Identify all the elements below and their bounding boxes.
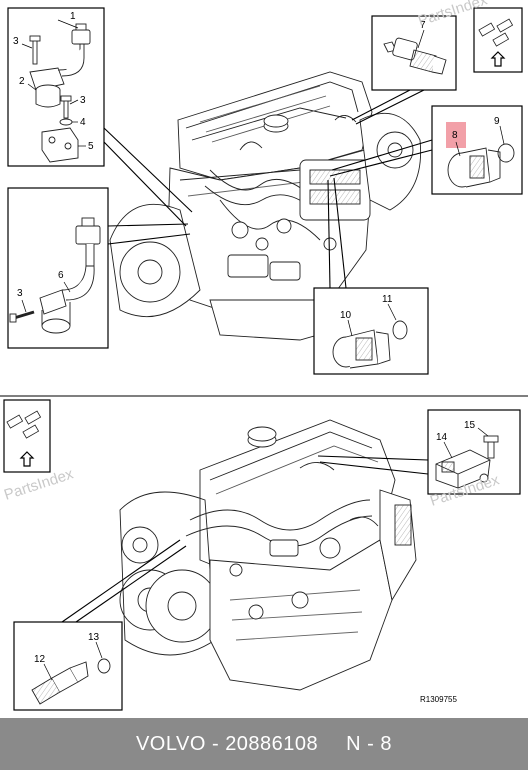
callout-3-lower: 3 (80, 95, 86, 106)
callout-2: 2 (19, 76, 25, 87)
exploded-parts-diagram: 1 3 2 3 4 5 6 3 (0, 0, 528, 711)
selected-item-highlight (446, 122, 466, 148)
callout-9: 9 (494, 116, 500, 127)
callout-4: 4 (80, 117, 86, 128)
detail-box-sensor-mount: 1 3 2 3 4 5 (7, 7, 105, 167)
part-footer-bar: VOLVO - 20886108 N - 8 (0, 718, 528, 770)
sensor-12-drawing (31, 658, 111, 705)
pressure-sensor-drawing (383, 37, 447, 75)
callout-8: 8 (452, 130, 458, 141)
callout-5: 5 (88, 141, 94, 152)
callout-10: 10 (340, 310, 352, 321)
parts-diagram-sheet: 1 3 2 3 4 5 6 3 (0, 0, 528, 711)
bottom-engine-illustration (119, 419, 417, 691)
callout-15: 15 (464, 420, 476, 431)
orientation-box-bottom (3, 399, 51, 473)
callout-6: 6 (58, 270, 64, 281)
callout-13: 13 (88, 632, 100, 643)
page-up-arrow-icon (490, 51, 506, 67)
footer-position: N - 8 (346, 732, 393, 755)
footer-part-number: 20886108 (225, 732, 319, 755)
top-engine-illustration (109, 71, 422, 341)
detail-box-pressure-sensor: 7 (371, 15, 457, 91)
detail-box-sensor-pipe: 6 3 (7, 187, 109, 349)
footer-brand: VOLVO (135, 732, 206, 755)
detail-box-selected-sensor: 8 9 (431, 105, 523, 195)
detail-box-sensor-12: 12 13 (13, 621, 123, 711)
detail-box-pressure-module: 14 15 (427, 409, 521, 495)
reference-code: R1309755 (420, 695, 457, 704)
detail-box-sensor-10: 10 11 (313, 287, 429, 375)
footer-separator: - (205, 732, 226, 755)
callout-12: 12 (34, 654, 46, 665)
position-sensor-drawing (29, 23, 91, 163)
page-up-arrow-icon (19, 451, 35, 467)
callout-11: 11 (382, 294, 393, 305)
callout-1: 1 (70, 11, 76, 22)
sensor-pipe-drawing (9, 217, 101, 334)
callout-14: 14 (436, 432, 448, 443)
sensor-10-drawing (332, 320, 408, 369)
orientation-box-top (473, 7, 523, 73)
callout-7: 7 (420, 20, 426, 31)
leader-lines (61, 89, 433, 623)
temperature-sensor-drawing (447, 143, 515, 188)
pressure-module-drawing (435, 435, 499, 489)
callout-3-upper: 3 (13, 36, 19, 47)
callout-3-pipe: 3 (17, 288, 23, 299)
